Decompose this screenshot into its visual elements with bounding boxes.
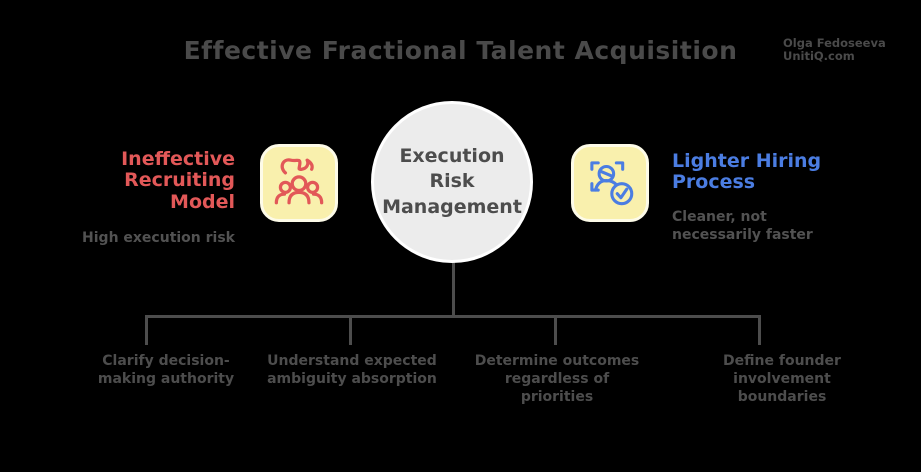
tree-stem-line xyxy=(452,262,455,316)
left-icon-tile xyxy=(260,144,338,222)
right-node-subtext: Cleaner, not necessarily faster xyxy=(672,209,813,244)
page-title: Effective Fractional Talent Acquisition xyxy=(183,36,738,65)
center-node-label: Execution Risk Management xyxy=(382,144,522,218)
branch-label-1: Clarify decision- making authority xyxy=(97,353,235,388)
author-attribution: Olga Fedoseeva UnitiQ.com xyxy=(783,36,886,64)
tree-horizontal-line xyxy=(145,315,761,318)
right-icon-tile xyxy=(571,144,649,222)
branch-label-2: Understand expected ambiguity absorption xyxy=(267,353,437,388)
branch-label-3: Determine outcomes regardless of priorit… xyxy=(474,353,640,406)
team-with-hand-icon xyxy=(270,152,328,214)
right-node-heading: Lighter Hiring Process xyxy=(672,150,822,194)
tree-drop-line-3 xyxy=(554,315,557,345)
left-node-subtext: High execution risk xyxy=(82,230,235,246)
tree-drop-line-1 xyxy=(145,315,148,345)
center-node: Execution Risk Management xyxy=(371,101,533,263)
tree-drop-line-4 xyxy=(758,315,761,345)
branch-label-4: Define founder involvement boundaries xyxy=(723,353,841,406)
left-node-heading: Ineffective Recruiting Model xyxy=(121,148,235,213)
tree-drop-line-2 xyxy=(349,315,352,345)
person-scan-check-icon xyxy=(581,152,639,214)
